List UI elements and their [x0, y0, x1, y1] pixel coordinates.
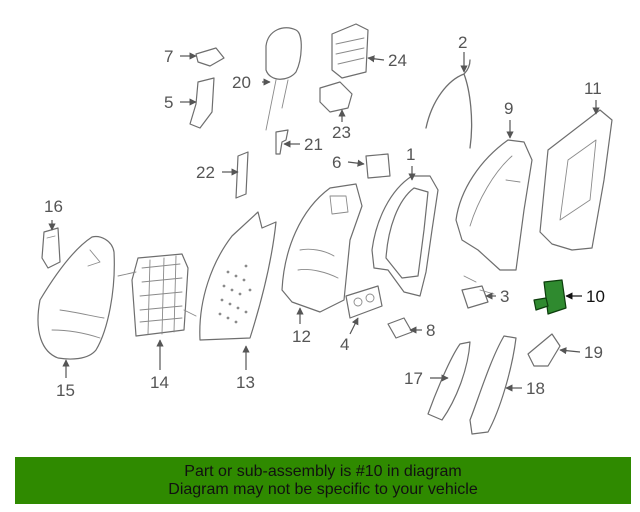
part-3-motor	[461, 275, 495, 309]
callout-8: 8	[426, 321, 435, 340]
callout-13: 13	[236, 373, 255, 392]
info-banner: Part or sub-assembly is #10 in diagram D…	[15, 457, 631, 504]
callout-23: 23	[332, 123, 351, 142]
callout-5: 5	[164, 93, 173, 112]
banner-line-1: Part or sub-assembly is #10 in diagram	[184, 462, 462, 480]
callout-24: 24	[388, 51, 407, 70]
part-10-switch-highlighted	[533, 279, 567, 315]
part-14-lumbar	[117, 253, 197, 337]
part-6-pad	[365, 153, 391, 179]
callout-4: 4	[340, 335, 349, 354]
part-18-side-panel	[469, 335, 517, 435]
callout-labels: 16 15 14 13 12 4 1 9 11 2 20 24 23 7 5 2…	[44, 33, 605, 400]
callout-14: 14	[150, 373, 169, 392]
part-17-side-trim	[427, 341, 471, 421]
callout-15: 15	[56, 381, 75, 400]
callout-2: 2	[458, 33, 467, 52]
part-19-clip	[527, 333, 561, 367]
part-22-rail	[235, 151, 249, 199]
callout-11: 11	[584, 79, 602, 98]
callout-10: 10	[586, 287, 605, 306]
part-2-wire	[425, 59, 473, 149]
part-13-back-panel	[199, 211, 277, 341]
banner-line-2: Diagram may not be specific to your vehi…	[168, 480, 478, 498]
callout-22: 22	[196, 163, 215, 182]
parts-diagram: 16 15 14 13 12 4 1 9 11 2 20 24 23 7 5 2…	[37, 23, 613, 435]
part-4-controller	[345, 285, 383, 319]
callout-21: 21	[304, 135, 323, 154]
part-16-cap	[41, 227, 61, 269]
part-12-shell	[281, 183, 363, 313]
part-1-frame	[371, 175, 439, 297]
callout-9: 9	[504, 99, 513, 118]
callout-20: 20	[232, 73, 251, 92]
callout-16: 16	[44, 197, 63, 216]
leader-lines	[48, 52, 600, 392]
part-8-clip	[387, 317, 413, 339]
part-9-trim	[455, 139, 533, 271]
part-5-bracket	[189, 77, 215, 129]
part-20-headrest	[265, 27, 302, 131]
callout-6: 6	[332, 153, 341, 172]
part-24-guide	[331, 23, 369, 79]
callout-3: 3	[500, 287, 509, 306]
callout-17: 17	[404, 369, 423, 388]
part-15-cushion	[37, 235, 115, 360]
part-7-clip	[195, 47, 225, 67]
callout-7: 7	[164, 47, 173, 66]
callout-18: 18	[526, 379, 545, 398]
callout-1: 1	[406, 145, 415, 164]
callout-19: 19	[584, 343, 603, 362]
part-21-pin	[275, 129, 289, 155]
callout-12: 12	[292, 327, 311, 346]
part-23-bracket	[319, 81, 353, 113]
part-11-rear-panel	[539, 109, 613, 251]
